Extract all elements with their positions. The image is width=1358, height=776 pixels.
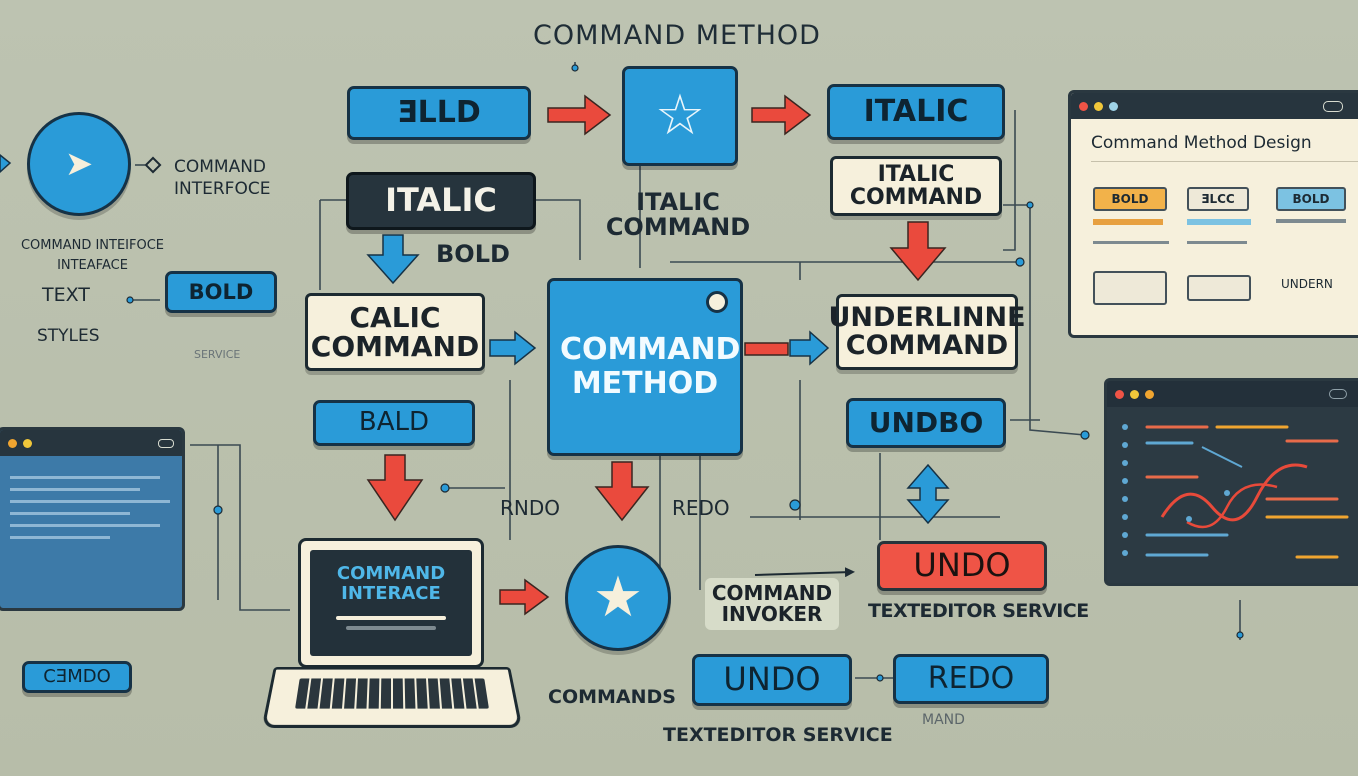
laptop-screen: COMMAND INTERACE: [298, 538, 484, 668]
design-window: Command Method Design BOLD ƎLCC BOLD UND…: [1068, 90, 1358, 338]
window-toggle-icon: [1329, 389, 1347, 399]
window-dot-icon: [23, 439, 32, 448]
window-dot-icon: [1115, 390, 1124, 399]
left-editor-window: [0, 427, 185, 611]
button-cmdo[interactable]: CƎMDO: [22, 661, 132, 693]
chip-blank[interactable]: [1093, 271, 1167, 305]
node-undo-bottom[interactable]: UNDO: [692, 654, 852, 706]
window-titlebar: [0, 430, 182, 456]
title-underline: [1091, 161, 1358, 162]
star-icon: ★: [593, 570, 643, 626]
label-command-interface-interface: COMMAND INTEIFOCE INTEAFACE: [0, 236, 185, 275]
label-commands: COMMANDS: [548, 686, 676, 708]
diagram-title: COMMAND METHOD: [533, 20, 821, 51]
laptop: COMMAND INTERACE: [268, 538, 516, 730]
laptop-keyboard: [295, 678, 489, 708]
chip-elcc[interactable]: ƎLCC: [1187, 187, 1249, 211]
label-texteditor-service-right: TEXTEDITOR SERVICE: [868, 600, 1089, 622]
node-italic-top[interactable]: ITALIC: [827, 84, 1005, 140]
node-undbo[interactable]: UNDBO: [846, 398, 1006, 448]
laptop-screen-line: [346, 626, 436, 630]
window-titlebar: [1107, 381, 1358, 407]
label-styles: STYLES: [37, 326, 100, 346]
label-texteditor-service-bottom: TEXTEDITOR SERVICE: [663, 724, 893, 746]
chip-bar: [1187, 241, 1247, 244]
label-rndo: RNDO: [500, 496, 560, 520]
chip-bar: [1093, 219, 1163, 225]
chip-bar: [1276, 219, 1346, 223]
node-bald[interactable]: BALD: [313, 400, 475, 446]
window-dot-icon: [1094, 102, 1103, 111]
node-bold-top[interactable]: ƎLLD: [347, 86, 531, 140]
node-underline-command[interactable]: UNDERLINNE COMMAND: [836, 294, 1018, 370]
label-service: SERVICE: [194, 348, 240, 361]
chip-bold-blue[interactable]: BOLD: [1276, 187, 1346, 211]
play-icon: ➤: [65, 147, 94, 181]
chip-bar: [1093, 241, 1169, 244]
chip-bold-orange[interactable]: BOLD: [1093, 187, 1167, 211]
label-redo-center: REDO: [672, 496, 730, 520]
star-icon: ☆: [655, 88, 705, 144]
node-command-invoker[interactable]: COMMAND INVOKER: [705, 578, 839, 630]
laptop-screen-line: [336, 616, 446, 620]
label-mand-fragment: MAND: [922, 712, 965, 728]
laptop-base: [262, 667, 523, 728]
window-toggle-icon: [1323, 101, 1343, 112]
node-italic-command-left[interactable]: CALIC COMMAND: [305, 293, 485, 371]
label-text: TEXT: [42, 284, 90, 306]
chip-blank[interactable]: [1187, 275, 1251, 301]
window-dot-icon: [1109, 102, 1118, 111]
window-dot-icon: [8, 439, 17, 448]
node-redo-bottom[interactable]: REDO: [893, 654, 1049, 704]
node-undo-red[interactable]: UNDO: [877, 541, 1047, 591]
code-graph: [1107, 407, 1358, 586]
node-italic-dark[interactable]: ITALIC: [346, 172, 536, 230]
label-command-interface: COMMAND INTERFOCE: [174, 156, 304, 200]
window-dot-icon: [1130, 390, 1139, 399]
laptop-screen-title: COMMAND INTERACE: [321, 564, 461, 604]
button-bold-left[interactable]: BOLD: [165, 271, 277, 313]
node-italic-command-right[interactable]: ITALIC COMMAND: [830, 156, 1002, 216]
code-window: [1104, 378, 1358, 586]
window-dot-icon: [1079, 102, 1088, 111]
label-bold-free: BOLD: [436, 240, 510, 268]
star-circle-node[interactable]: ★: [565, 545, 671, 651]
central-node-label: COMMAND METHOD: [560, 333, 730, 402]
window-body: [0, 456, 182, 562]
window-titlebar: [1071, 93, 1358, 119]
window-toggle-icon: [158, 439, 174, 448]
design-window-title: Command Method Design: [1091, 133, 1312, 153]
label-italic-command-center: ITALIC COMMAND: [598, 190, 758, 240]
central-node-indicator: [706, 291, 728, 313]
window-dot-icon: [1145, 390, 1154, 399]
node-command-method-central[interactable]: COMMAND METHOD: [547, 278, 743, 456]
chip-undern: UNDERN: [1281, 277, 1333, 291]
chip-bar: [1187, 219, 1251, 225]
laptop-display: COMMAND INTERACE: [310, 550, 472, 656]
node-star-command[interactable]: ☆: [622, 66, 738, 166]
play-circle[interactable]: ➤: [27, 112, 131, 216]
